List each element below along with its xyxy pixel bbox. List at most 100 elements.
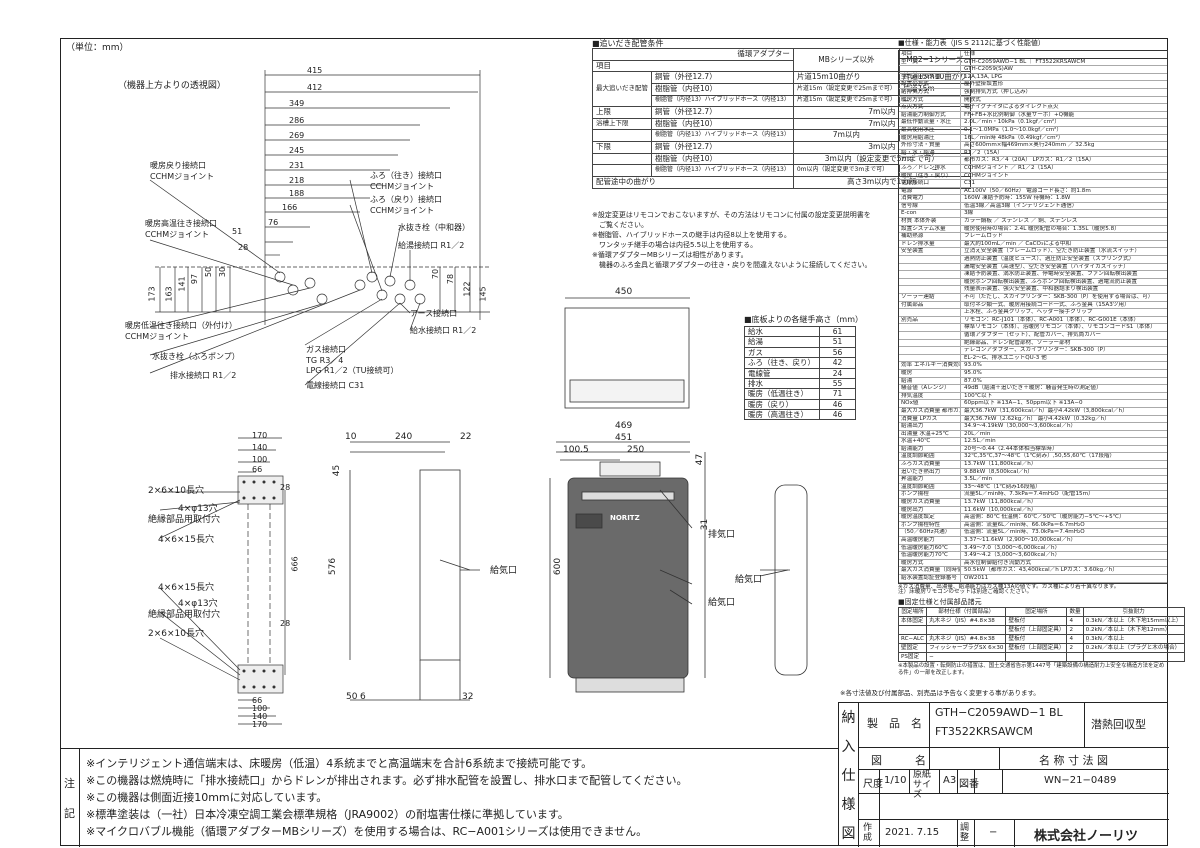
- spec-row: 循環アダプター（セット）、配管カバー、排気筒カバー: [899, 331, 1167, 340]
- fittings-cell: 2: [1066, 642, 1084, 653]
- spec-value: 電子イグナイタによるダイレクト点火: [964, 104, 1059, 111]
- company-name: 株式会社ノーリツ: [1034, 829, 1139, 844]
- dim-218: 218: [289, 176, 305, 185]
- spec-value: 50.5kW（都市ガス：43,400kcal／h LPガス：3.60kg／h）: [964, 567, 1118, 574]
- spec-value: 49dB（給湯＋追いだき＋暖房：騒音発生時の測定値）: [964, 385, 1102, 392]
- label-exhaust: 排気口: [708, 530, 736, 540]
- dim-188: 188: [289, 189, 305, 198]
- spec-value: 20号〜0.44（2.44本体相当標準時）: [964, 445, 1058, 452]
- fittings-cell: 丸木ネジ（JIS）#4.8×38: [926, 633, 1007, 644]
- spec-value: EL-2〜G、排水ユニットQU-3 他: [964, 354, 1047, 361]
- fittings-title: ■固定仕様と付属部品諸元: [898, 597, 982, 606]
- spec-key: ソーラー連結: [899, 294, 961, 301]
- side-dim: 28: [280, 619, 291, 628]
- side-dim: 100: [252, 455, 268, 464]
- zuban-label: 図番: [959, 779, 979, 790]
- dim-70: 70: [431, 268, 441, 280]
- fittings-head: 部材仕様（付属部品）: [926, 606, 1007, 617]
- check: −: [989, 827, 998, 838]
- cond-a: 高さ3m以内で1カ所: [792, 175, 971, 189]
- cond-item: 銅管（外径12.7）: [651, 71, 794, 84]
- spec-key: [899, 256, 961, 263]
- fittings-cell: 4: [1066, 633, 1084, 644]
- spec-row: 最大ガス消費量 都市ガス最大36.7kW（31,600kcal／h）最小4.42…: [899, 407, 1167, 416]
- spec-value: 循環アダプター（セット）、配管カバー、排気筒カバー: [964, 331, 1101, 338]
- spec-key: 低温暖房能力60℃: [899, 544, 961, 552]
- label-bath-back-sub: CCHMジョイント: [370, 206, 435, 215]
- spec-value: 強制排気方式（押し込み）: [964, 88, 1032, 95]
- label-power: 電線接続口 C31: [306, 381, 365, 390]
- cond-head-item: 項目: [592, 59, 794, 73]
- spec-key: 設置システム水量: [899, 225, 961, 233]
- spec-value: CCHMジョイント ／ R1／2（15A）: [964, 164, 1057, 171]
- dim-240: 240: [395, 432, 413, 442]
- fittings-head: 数量: [1066, 606, 1084, 617]
- spec-value: 残量表示装置、強火安全装置、中和器詰まり検出装置: [964, 286, 1099, 293]
- spec-value: 暖房使用時の場合：2.4L 暖房配管の場合：1.35L（暖房5.8）: [964, 225, 1120, 232]
- spec-key: 温度調節範囲: [899, 483, 961, 491]
- spec-key: [899, 66, 961, 73]
- spec-key: 暖房（往き・戻り）: [899, 172, 961, 180]
- spec-row: 騒音値（Aレンジ）49dB（給湯＋追いだき＋暖房：騒音発生時の測定値）: [899, 385, 1167, 393]
- label-drain-valve: 水抜き栓（中和器）: [398, 223, 470, 232]
- spec-value: 上水栓、ふろ金具クリップ、ヘッダー接手クリップ: [964, 309, 1093, 316]
- label-intake: 給気口: [490, 566, 518, 576]
- spec-key: 暖房温度設定: [899, 514, 961, 521]
- cond-note: ワンタッチ継手の場合は内径5.5以上を使用する。: [592, 241, 758, 249]
- cond-a: 片道15m（設定変更で25mまで可）: [792, 82, 900, 96]
- spec-value: 最大36.7kW（31,600kcal／h）最小4.42kW（3,800kcal…: [964, 407, 1128, 414]
- spec-key: 別売品: [899, 316, 961, 324]
- tb-side: 仕: [841, 767, 856, 784]
- spec-value: 3.49〜4.2（3,000〜3,600kcal／h）: [964, 552, 1061, 559]
- fittings-cell: 本体固定: [897, 615, 928, 626]
- label-hot-out: 給湯接続口 R1／2: [398, 241, 465, 250]
- spec-key: 水温+40℃: [899, 438, 961, 445]
- zumei: 名 称 寸 法 図: [1039, 754, 1108, 767]
- dim-76: 76: [268, 218, 279, 227]
- side-dim: 140: [252, 712, 268, 721]
- spec-value: リモコン：RC-J101（本体）、RC-A001（本体）、RC-G001E（本体…: [964, 316, 1140, 323]
- height-row: ふろ（往き、戻り）42: [744, 357, 856, 369]
- spec-key: 温度調節範囲: [899, 453, 961, 461]
- paper-label: 原紙サイズ: [913, 770, 932, 800]
- fittings-cell: フィッシャープラグSX 6×30: [926, 642, 1007, 653]
- cond-item: 銅管（外径12.7）: [651, 141, 794, 154]
- side-label: 4×φ13穴: [178, 504, 218, 514]
- label-gas-in: ガス接続口: [306, 345, 346, 354]
- spec-key: [899, 339, 961, 347]
- spec-value: 13.7kW（11,800kcal／h）: [964, 461, 1037, 468]
- spec-key: 低温暖房能力70℃: [899, 552, 961, 559]
- title-block: 納 入 仕 様 図 製 品 名 GTH−C2059AWD−1 BL FT3522…: [838, 702, 1169, 847]
- dim-50: 50: [346, 692, 358, 702]
- label-intake-2: 給気口: [708, 598, 736, 608]
- cond-item: 樹脂管（内径10）: [651, 152, 794, 166]
- spec-value: フレームロッド: [964, 233, 1003, 240]
- cond-a: 片道15m（設定変更で25mまで可）: [792, 94, 900, 108]
- cond-head-mb2: MB2−1シリーズ: [898, 47, 971, 73]
- conditions-table: 循環アダプター MBシリーズ以外 MB2−1シリーズ 項目 最大追いだき配管 銅…: [592, 47, 971, 189]
- cond-item: 樹脂管（内径13）ハイブリッドホース（内径13）: [651, 164, 794, 177]
- tb-side: 様: [841, 796, 856, 813]
- spec-value: 60ppm以下 ※13A−1、50ppm以下 ※13A−0: [964, 400, 1083, 407]
- spec-row: 絶縁部品、ドレン配管部材、ソーラー部材: [899, 339, 1167, 348]
- spec-row: 残量表示装置、強火安全装置、中和器詰まり検出装置: [899, 286, 1167, 294]
- dim-100-5: 100.5: [563, 445, 589, 455]
- label-drain-plug: 水抜き栓（ふろポンプ）: [152, 352, 240, 361]
- side-dim: 28: [280, 483, 291, 492]
- label-dan-return: 暖房戻り接続口: [150, 161, 206, 170]
- fittings-cell: 0.3kN／本以上（木下地15mm以上）: [1082, 615, 1185, 626]
- height-value: 46: [819, 398, 856, 411]
- spec-value: 開放式: [964, 96, 981, 103]
- front-views-drawing: [349, 297, 808, 701]
